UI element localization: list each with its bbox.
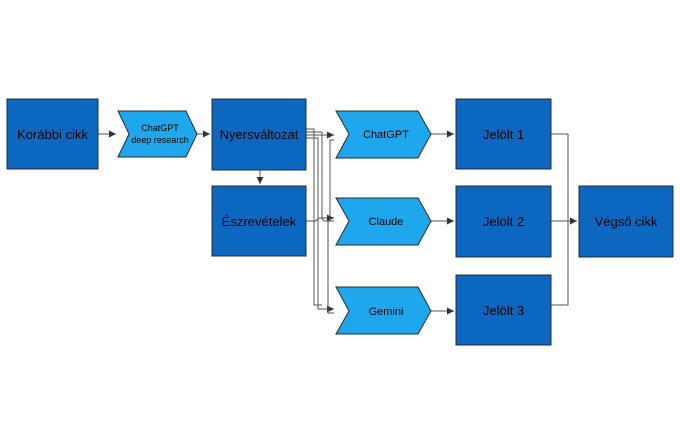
node-candidate2[interactable]: Jelölt 2 xyxy=(455,185,552,258)
node-previous-article[interactable]: Korábbi cikk xyxy=(6,98,99,170)
node-observations[interactable]: Észrevételek xyxy=(211,185,307,257)
node-candidate1[interactable]: Jelölt 1 xyxy=(455,98,552,170)
node-final-article[interactable]: Végső cikk xyxy=(578,185,674,258)
node-final-article-label: Végső cikk xyxy=(595,214,658,229)
node-deep-research-label-line2: deep research xyxy=(131,135,189,145)
node-gemini-label: Gemini xyxy=(369,306,404,318)
node-candidate3-label: Jelölt 3 xyxy=(483,303,524,318)
node-gemini[interactable]: Gemini xyxy=(335,286,432,335)
line-draft-to-gemini xyxy=(306,137,334,313)
node-chatgpt[interactable]: ChatGPT xyxy=(335,110,432,159)
node-draft-label: Nyersváltozat xyxy=(220,127,299,142)
node-observations-label: Észrevételek xyxy=(222,214,297,229)
node-deep-research-label-line1: ChatGPT xyxy=(141,123,179,133)
line-observations-to-chatgpt xyxy=(329,139,334,221)
node-claude-label: Claude xyxy=(369,216,404,228)
node-chatgpt-label: ChatGPT xyxy=(363,129,409,141)
line-observations-to-claude xyxy=(306,217,334,222)
node-candidate1-label: Jelölt 1 xyxy=(483,127,524,142)
node-candidate3[interactable]: Jelölt 3 xyxy=(455,274,552,346)
connectors xyxy=(98,128,577,315)
node-claude[interactable]: Claude xyxy=(335,197,432,246)
node-candidate2-label: Jelölt 2 xyxy=(483,214,524,229)
node-previous-article-label: Korábbi cikk xyxy=(17,127,88,142)
line-candidate1-to-final xyxy=(551,133,569,221)
line-observations-to-gemini xyxy=(327,221,334,314)
node-deep-research[interactable]: ChatGPT deep research xyxy=(117,110,198,158)
line-draft-extra-trunk xyxy=(306,128,322,306)
line-candidate3-to-final xyxy=(551,221,569,306)
node-draft[interactable]: Nyersváltozat xyxy=(211,98,307,171)
